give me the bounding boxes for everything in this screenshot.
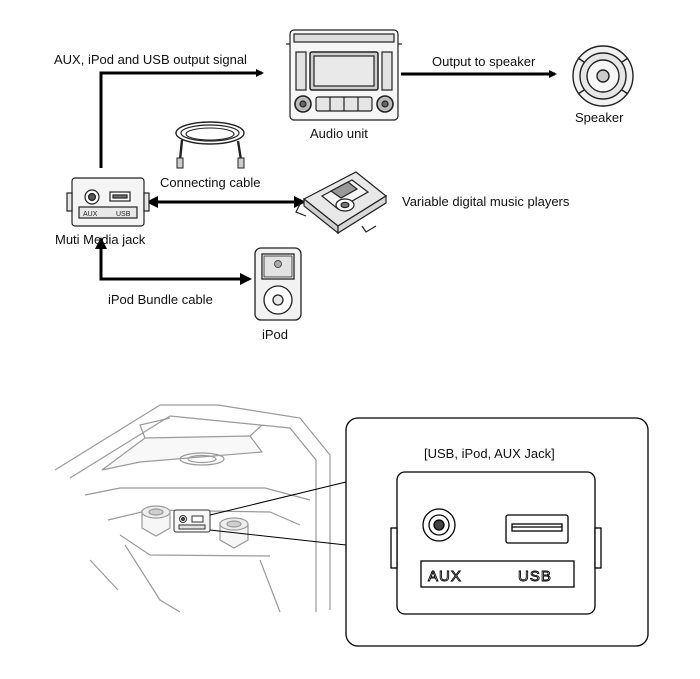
connecting-cable-illustration [175,121,245,169]
small-jack-usb-label: USB [116,211,131,218]
aux-ipod-usb-signal-label: AUX, iPod and USB output signal [54,52,247,67]
variable-players-label: Variable digital music players [402,194,570,209]
console-jack-miniature [173,509,211,533]
multi-media-jack-label: Muti Media jack [55,232,146,247]
ipod-label: iPod [262,327,289,342]
ipod-illustration [254,247,302,321]
signal-arrow [99,69,264,168]
speaker-label: Speaker [575,110,624,125]
jack-detail-aux-label: AUX [428,568,462,585]
connecting-cable-label: Connecting cable [160,175,261,190]
ipod-bundle-cable-label: iPod Bundle cable [108,292,213,307]
output-to-speaker-label: Output to speaker [432,54,536,69]
music-player-illustration [295,171,388,235]
multimedia-jack-illustration [66,177,150,227]
jack-detail-illustration [390,471,602,615]
audio-unit-label: Audio unit [310,126,368,141]
audio-unit-illustration [286,29,402,121]
speaker-illustration [572,45,634,107]
jack-detail-title: [USB, iPod, AUX Jack] [424,446,555,461]
player-double-arrow [146,196,306,208]
ipod-cable-arrow [95,237,252,285]
console-illustration [54,404,331,613]
jack-detail-usb-label: USB [518,568,552,585]
small-jack-aux-label: AUX [83,211,98,218]
callout-leaders [209,481,347,546]
